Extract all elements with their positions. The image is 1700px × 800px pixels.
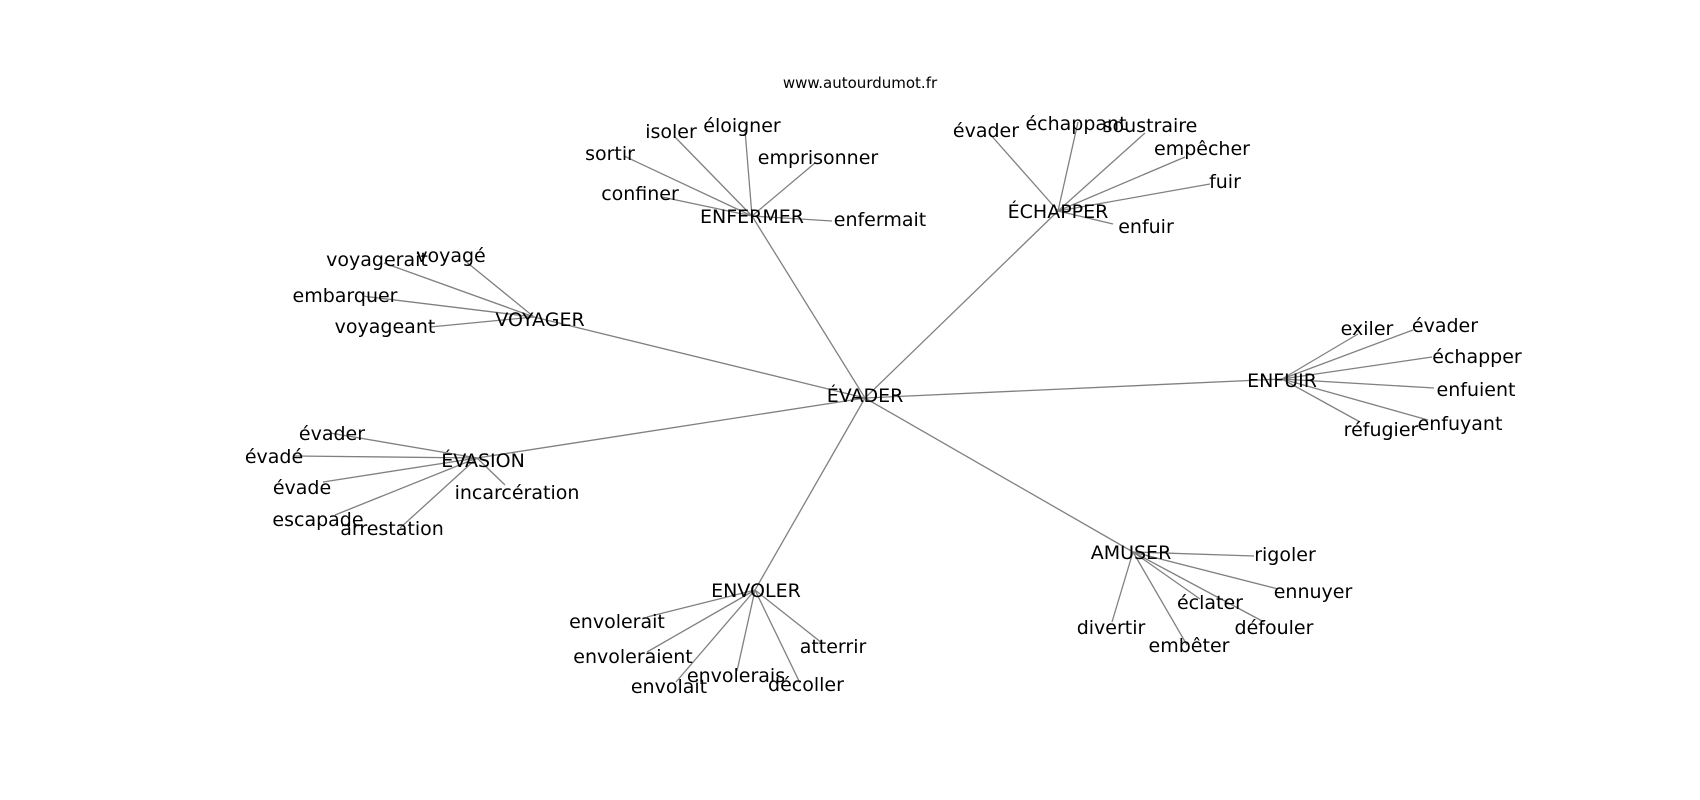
leaf-node-enfermer-enfermait[interactable]: enfermait xyxy=(834,209,926,231)
leaf-node-enfuir-enfuyant[interactable]: enfuyant xyxy=(1418,413,1503,435)
edge-envoler-envolerait xyxy=(646,589,756,618)
leaf-node-enfuir-evader[interactable]: évader xyxy=(1412,315,1478,337)
edge-evasion-evade xyxy=(293,455,478,459)
hub-node-voyager[interactable]: VOYAGER xyxy=(495,309,584,331)
leaf-node-envoler-decoller[interactable]: décoller xyxy=(768,674,844,696)
edge-voyager-voyage xyxy=(463,259,535,318)
edge-evasion-evade xyxy=(322,457,478,483)
leaf-node-enfuir-exiler[interactable]: exiler xyxy=(1341,318,1394,340)
center-node-evader[interactable]: ÉVADER xyxy=(827,384,904,407)
edge-enfermer-eloigner xyxy=(744,129,753,217)
edge-enfuir-evader xyxy=(1281,329,1414,380)
edge-echapper-echappant xyxy=(1057,121,1079,212)
leaf-node-envoler-envolerait[interactable]: envolerait xyxy=(569,611,665,633)
edge-center-voyager xyxy=(533,316,866,399)
leaf-node-enfermer-isoler[interactable]: isoler xyxy=(645,121,697,143)
leaf-node-enfuir-enfuient[interactable]: enfuient xyxy=(1437,379,1516,401)
leaf-node-envoler-envolait[interactable]: envolait xyxy=(631,676,707,698)
graph-edges xyxy=(293,121,1435,684)
edge-evasion-evader xyxy=(329,432,478,459)
hub-node-enfermer[interactable]: ENFERMER xyxy=(700,206,804,228)
leaf-node-envoler-envoleraient[interactable]: envoleraient xyxy=(573,646,692,668)
leaf-node-evasion-evader[interactable]: évader xyxy=(299,423,365,445)
leaf-node-enfermer-sortir[interactable]: sortir xyxy=(585,143,635,165)
leaf-node-evasion-incarceration[interactable]: incarcération xyxy=(455,482,580,504)
edge-amuser-defouler xyxy=(1132,551,1265,623)
leaf-node-voyager-voyage[interactable]: voyagé xyxy=(416,245,486,267)
hub-node-amuser[interactable]: AMUSER xyxy=(1091,542,1172,564)
leaf-node-enfermer-emprisonner[interactable]: emprisonner xyxy=(758,147,879,169)
edge-enfuir-refugier xyxy=(1281,378,1361,423)
edge-center-envoler xyxy=(754,397,866,591)
leaf-node-enfuir-echapper[interactable]: échapper xyxy=(1432,346,1522,368)
leaf-node-envoler-atterrir[interactable]: atterrir xyxy=(800,636,867,658)
graph-labels: www.autourdumot.fr ÉVADERENFERMERsortiri… xyxy=(245,74,1522,698)
leaf-node-voyager-embarquer[interactable]: embarquer xyxy=(293,285,398,307)
edge-center-enfermer xyxy=(751,215,866,399)
edge-echapper-evader xyxy=(988,132,1059,212)
edge-enfermer-enfermait xyxy=(751,215,833,222)
leaf-node-voyager-voyageant[interactable]: voyageant xyxy=(335,316,436,338)
edge-enfuir-exiler xyxy=(1281,333,1359,380)
edge-amuser-rigoler xyxy=(1132,551,1255,557)
leaf-node-enfuir-refugier[interactable]: réfugier xyxy=(1344,419,1419,441)
site-url: www.autourdumot.fr xyxy=(783,74,938,92)
edge-enfermer-emprisonner xyxy=(751,162,816,217)
leaf-node-echapper-evader[interactable]: évader xyxy=(953,120,1019,142)
edge-voyager-voyageant xyxy=(429,316,535,328)
edge-enfermer-isoler xyxy=(673,135,753,217)
edge-envoler-envolait xyxy=(675,589,756,683)
leaf-node-enfermer-confiner[interactable]: confiner xyxy=(601,183,679,205)
edge-envoler-envoleraient xyxy=(646,589,756,653)
edge-center-enfuir xyxy=(864,378,1283,399)
edge-evasion-arrestation xyxy=(399,457,478,529)
leaf-node-amuser-defouler[interactable]: défouler xyxy=(1235,617,1314,639)
edge-echapper-fuir xyxy=(1057,183,1211,212)
edge-center-echapper xyxy=(864,210,1059,399)
leaf-node-evasion-arrestation[interactable]: arrestation xyxy=(340,518,444,540)
edge-evasion-escapade xyxy=(334,457,478,516)
hub-node-echapper[interactable]: ÉCHAPPER xyxy=(1008,200,1109,223)
leaf-node-echapper-enfuir[interactable]: enfuir xyxy=(1118,216,1174,238)
edge-amuser-ennuyer xyxy=(1132,551,1279,590)
leaf-node-evasion-evade[interactable]: évade xyxy=(273,477,331,499)
leaf-node-amuser-divertir[interactable]: divertir xyxy=(1077,617,1146,639)
leaf-node-amuser-ennuyer[interactable]: ennuyer xyxy=(1274,581,1353,603)
hub-node-envoler[interactable]: ENVOLER xyxy=(711,580,801,602)
leaf-node-amuser-embeter[interactable]: embêter xyxy=(1149,635,1230,657)
edge-voyager-voyagerait xyxy=(383,262,535,318)
leaf-node-voyager-voyagerait[interactable]: voyagerait xyxy=(326,249,428,271)
edge-voyager-embarquer xyxy=(361,295,535,318)
edge-center-evasion xyxy=(476,397,866,459)
leaf-node-echapper-echappant[interactable]: échappant xyxy=(1025,113,1126,135)
leaf-node-echapper-fuir[interactable]: fuir xyxy=(1209,171,1241,193)
edge-echapper-empecher xyxy=(1057,156,1186,212)
edge-enfuir-enfuient xyxy=(1281,378,1435,389)
edge-center-amuser xyxy=(864,397,1134,553)
edge-enfuir-echapper xyxy=(1281,356,1433,380)
edge-echapper-enfuir xyxy=(1057,210,1114,225)
hub-node-enfuir[interactable]: ENFUIR xyxy=(1247,370,1317,392)
leaf-node-echapper-soustraire[interactable]: soustraire xyxy=(1103,115,1198,137)
edge-echapper-soustraire xyxy=(1057,132,1146,212)
edge-envoler-atterrir xyxy=(754,589,823,644)
leaf-node-echapper-empecher[interactable]: empêcher xyxy=(1154,138,1250,160)
edge-enfuir-enfuyant xyxy=(1281,378,1429,421)
leaf-node-evasion-evade[interactable]: évadé xyxy=(245,446,303,468)
edge-envoler-decoller xyxy=(754,589,801,684)
edge-envoler-envolerais xyxy=(736,589,756,672)
edge-evasion-incarceration xyxy=(476,457,506,486)
hub-node-evasion[interactable]: ÉVASION xyxy=(441,449,525,472)
leaf-node-enfermer-eloigner[interactable]: éloigner xyxy=(703,115,781,137)
leaf-node-amuser-rigoler[interactable]: rigoler xyxy=(1254,544,1316,566)
leaf-node-amuser-eclater[interactable]: éclater xyxy=(1177,592,1243,614)
leaf-node-evasion-escapade[interactable]: escapade xyxy=(272,509,363,531)
edge-enfermer-sortir xyxy=(623,155,753,217)
edge-enfermer-confiner xyxy=(661,196,753,217)
edge-amuser-embeter xyxy=(1132,551,1188,646)
leaf-node-envoler-envolerais[interactable]: envolerais xyxy=(687,665,785,687)
edge-amuser-eclater xyxy=(1132,551,1201,600)
edge-amuser-divertir xyxy=(1111,551,1134,623)
